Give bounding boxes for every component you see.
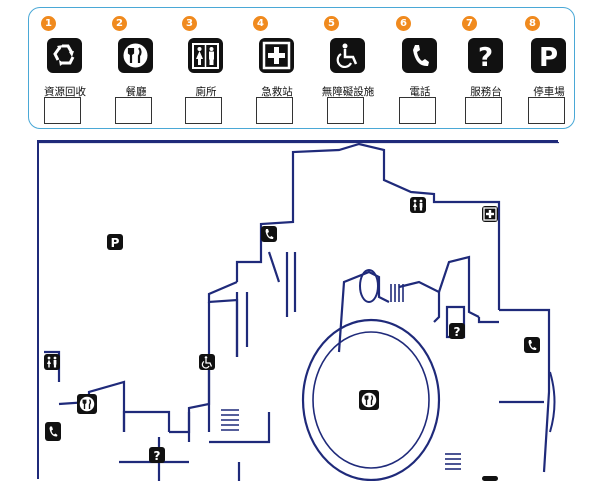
svg-text:?: ? [454,325,461,339]
parking-icon[interactable]: P [107,234,123,250]
legend-checkbox[interactable] [256,97,293,124]
information-icon[interactable]: ? [149,447,165,463]
telephone-icon[interactable] [45,422,61,441]
legend-checkbox[interactable] [44,97,81,124]
information-icon: ? [468,38,503,73]
legend-checkbox[interactable] [528,97,565,124]
telephone-icon[interactable] [524,337,540,353]
restaurant-icon[interactable] [77,394,97,414]
legend-number-badge: 4 [253,16,268,31]
legend-number-badge: 5 [324,16,339,31]
legend-number-badge: 3 [182,16,197,31]
first-aid-icon [259,38,294,73]
accessibility-icon[interactable] [199,354,215,370]
legend-label: 電話 [409,86,431,98]
legend-item-recycling: 1 資源回收 [34,8,104,130]
legend-item-information: 7 ? 服務台 [455,8,525,130]
legend-label: 餐廳 [125,86,147,98]
legend-number-badge: 6 [396,16,411,31]
legend-checkbox[interactable] [465,97,502,124]
svg-text:?: ? [154,449,161,463]
svg-text:P: P [539,43,558,73]
legend-label: 資源回收 [44,86,86,98]
legend-item-telephone: 6 電話 [389,8,459,130]
restroom-icon[interactable] [410,197,426,213]
floor-plan-walls [39,142,559,481]
legend-number-badge: 1 [41,16,56,31]
legend-number-badge: 7 [462,16,477,31]
legend-item-accessibility: 5 無障礙設施 [317,8,387,130]
legend-checkbox[interactable] [115,97,152,124]
telephone-icon[interactable] [261,226,277,242]
parking-icon: P [531,38,566,73]
legend-checkbox[interactable] [327,97,364,124]
legend-item-restaurant: 2 餐廳 [105,8,175,130]
legend-number-badge: 8 [525,16,540,31]
information-icon[interactable]: ? [449,323,465,339]
legend-label: 停車場 [533,86,565,98]
legend-item-restroom: 3 廁所 [175,8,245,130]
restroom-icon[interactable] [44,354,60,370]
floor-map: P ? ? [37,140,559,481]
telephone-icon [402,38,437,73]
legend-label: 廁所 [195,86,217,98]
first-aid-icon[interactable] [482,206,498,222]
legend-checkbox[interactable] [185,97,222,124]
legend-checkbox[interactable] [399,97,436,124]
legend-label: 服務台 [470,86,502,98]
legend-panel: 1 資源回收 2 餐廳 3 廁所 [28,7,575,129]
legend-item-first-aid: 4 急救站 [246,8,316,130]
legend-number-badge: 2 [112,16,127,31]
restaurant-icon [118,38,153,73]
accessibility-icon [330,38,365,73]
legend-label: 無障礙設施 [321,86,375,98]
legend-label: 急救站 [261,86,293,98]
svg-text:?: ? [478,43,493,73]
restaurant-icon[interactable] [359,390,379,410]
svg-text:P: P [111,236,120,250]
restroom-icon [188,38,223,73]
recycle-icon [47,38,82,73]
legend-item-parking: 8 P 停車場 [518,8,588,130]
